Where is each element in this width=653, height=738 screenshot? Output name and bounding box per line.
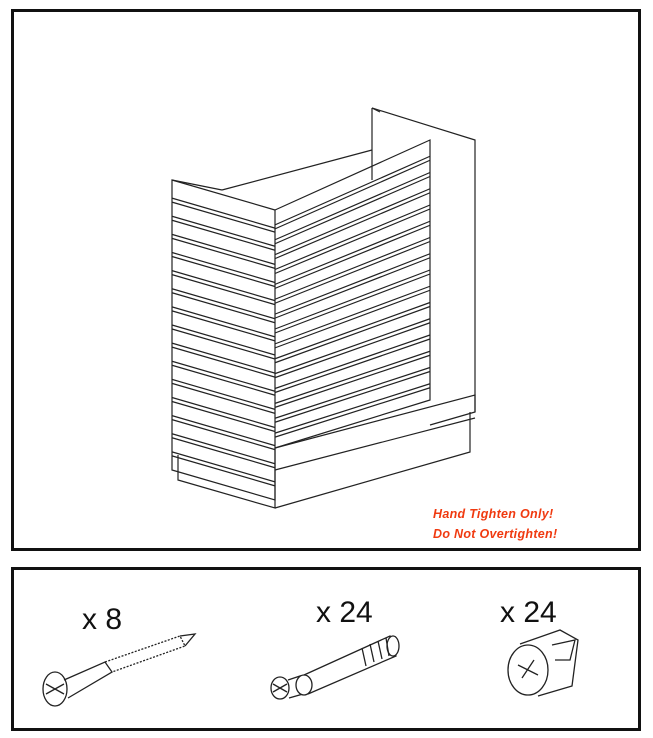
left-slat: [171, 197, 276, 233]
left-slat: [171, 378, 276, 414]
back-slat: [274, 301, 431, 364]
left-slat: [171, 433, 276, 469]
back-top-edge: [221, 149, 373, 191]
back-slat: [274, 318, 431, 379]
left-slat: [171, 270, 276, 306]
back-slat: [274, 204, 431, 275]
left-slat: [171, 251, 276, 288]
cam-lock-quantity: x 24: [500, 596, 557, 629]
left-slat: [171, 306, 276, 342]
back-slat: [274, 334, 431, 394]
screw-quantity: x 8: [82, 603, 123, 636]
left-slat: [171, 451, 276, 487]
left-slat: [171, 342, 276, 378]
back-slat: [274, 188, 431, 260]
left-slat: [171, 288, 276, 324]
left-top-back: [171, 179, 223, 191]
right-panel-edge: [371, 107, 381, 180]
cam-bolt-quantity: x 24: [316, 596, 373, 629]
warning-hand-tighten: Hand Tighten Only!: [433, 507, 554, 521]
back-slat: [274, 383, 431, 438]
back-slat: [274, 285, 431, 349]
left-slat: [171, 415, 276, 451]
right-side-panel: [371, 107, 476, 426]
left-slat: [171, 233, 276, 269]
warning-do-not-overtighten: Do Not Overtighten!: [433, 527, 558, 541]
back-slat: [274, 220, 431, 289]
assembled-unit-panel: [11, 9, 641, 551]
cam-bolt-icon: [270, 635, 400, 700]
base-front-edge: [274, 417, 476, 471]
left-slat: [171, 215, 276, 251]
back-slat: [274, 155, 431, 230]
back-slat: [274, 350, 431, 408]
base-plinth: [177, 412, 471, 509]
back-slat: [274, 269, 431, 334]
left-slat: [171, 360, 276, 396]
back-slat: [274, 366, 431, 423]
back-slat: [274, 171, 431, 245]
back-slat: [274, 236, 431, 304]
left-slat: [171, 324, 276, 360]
left-slat: [171, 396, 276, 433]
screw-icon: [42, 633, 197, 707]
cam-lock-icon: [507, 629, 579, 697]
base-top: [274, 394, 476, 449]
back-slat: [274, 253, 431, 319]
